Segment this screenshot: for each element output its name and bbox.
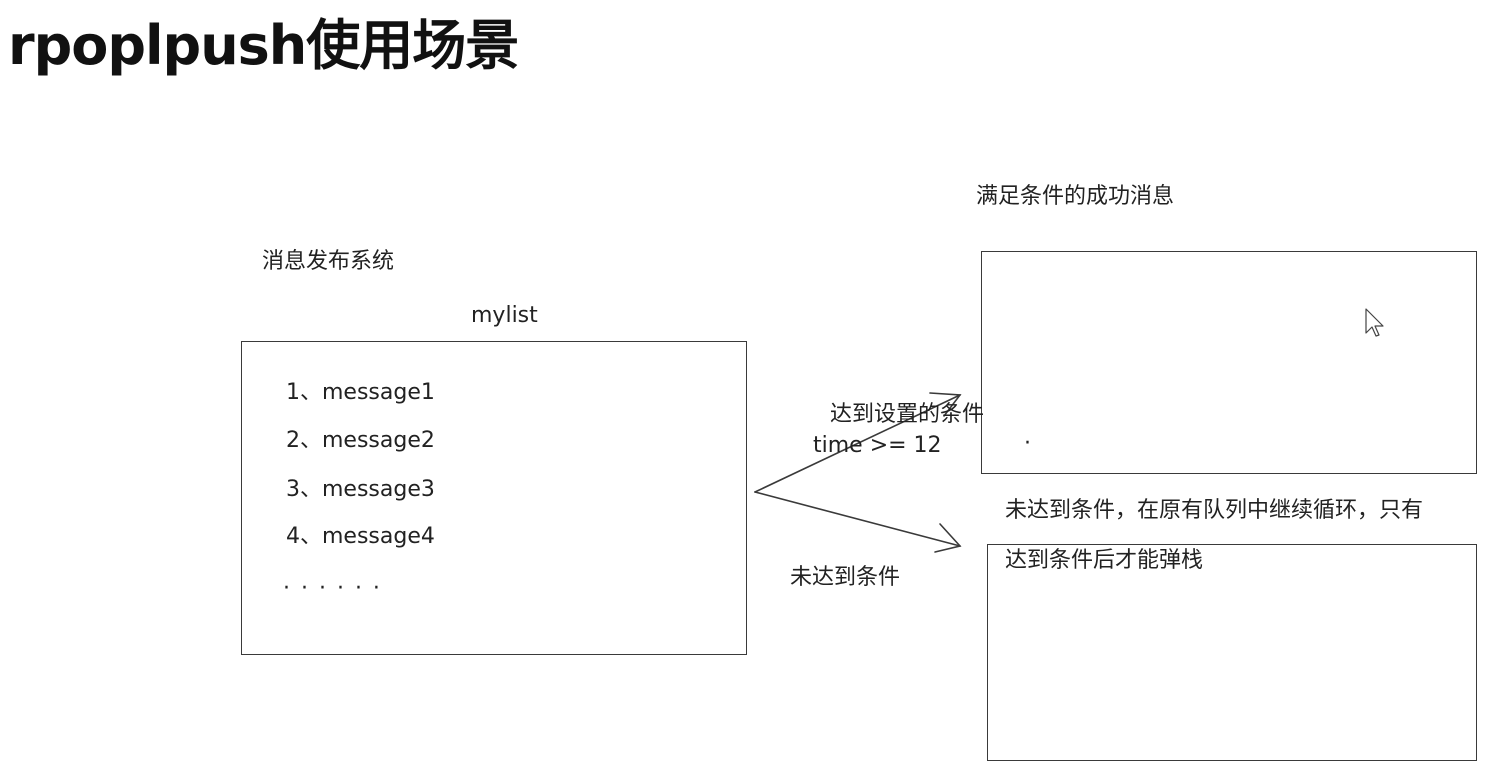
retry-note-line1: 未达到条件，在原有队列中继续循环，只有 (1005, 498, 1424, 523)
arrow-down-label: 未达到条件 (790, 565, 901, 590)
list-item-message1: 1、message1 (286, 380, 435, 405)
retry-note-line2: 达到条件后才能弹栈 (1005, 548, 1204, 573)
retry-queue-box (987, 544, 1477, 761)
list-ellipsis: · · · · · · (283, 576, 382, 601)
list-item-message4: 4、message4 (286, 524, 435, 549)
condition-label: time >= 12 (813, 433, 942, 458)
list-item-message3: 3、message3 (286, 477, 435, 502)
dot-mark: · (1024, 431, 1031, 456)
publisher-label: 消息发布系统 (262, 249, 395, 274)
mylist-box (241, 341, 747, 655)
list-item-message2: 2、message2 (286, 428, 435, 453)
success-queue-label: 满足条件的成功消息 (976, 184, 1175, 209)
arrow-up-label: 达到设置的条件 (830, 402, 985, 427)
arrow-to-retry-head (934, 523, 962, 553)
page-title: rpoplpush使用场景 (8, 14, 519, 77)
list-name-label: mylist (471, 303, 538, 328)
success-queue-box (981, 251, 1477, 474)
arrow-to-retry (754, 491, 961, 547)
